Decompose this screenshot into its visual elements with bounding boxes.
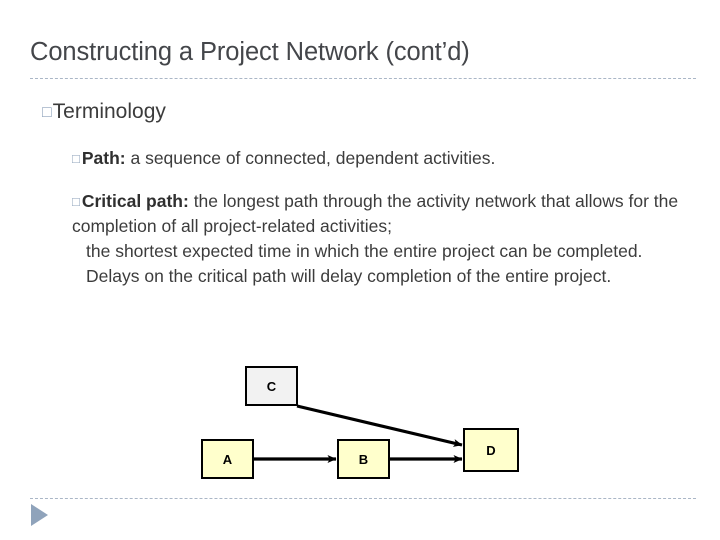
square-bullet-icon: □ (42, 104, 52, 121)
bullet-critical-path-text: the longest path through the activity ne… (72, 191, 679, 236)
bullet-terminology: □Terminology (42, 99, 166, 126)
footer-divider (30, 498, 696, 499)
network-node-b[interactable]: B (337, 439, 390, 479)
network-node-d-label: D (486, 442, 496, 458)
bullet-path-text: a sequence of connected, dependent activ… (125, 148, 496, 168)
bullet-path-lead: Path: (81, 148, 126, 168)
network-node-a-label: A (222, 451, 233, 467)
play-triangle-right-icon[interactable] (31, 504, 48, 526)
edge-c-to-d (296, 404, 463, 447)
network-node-a[interactable]: A (201, 439, 254, 479)
square-bullet-icon: □ (72, 151, 80, 166)
page-title: Constructing a Project Network (cont’d) (30, 38, 470, 66)
network-node-b-label: B (358, 451, 369, 467)
project-network-diagram: C A B D (0, 350, 720, 495)
header-divider (30, 78, 696, 79)
bullet-terminology-label: Terminology (52, 100, 166, 123)
network-node-c-label: C (266, 378, 277, 394)
bullet-critical-path-continuation: the shortest expected time in which the … (86, 241, 643, 286)
network-edges (254, 404, 463, 463)
bullet-critical-path-lead: Critical path: (81, 191, 189, 211)
square-bullet-icon: □ (72, 194, 80, 209)
bullet-critical-path: □Critical path: the longest path through… (72, 189, 692, 289)
network-node-c[interactable]: C (245, 366, 298, 406)
network-node-d[interactable]: D (463, 428, 519, 472)
bullet-path: □Path: a sequence of connected, dependen… (72, 146, 692, 171)
